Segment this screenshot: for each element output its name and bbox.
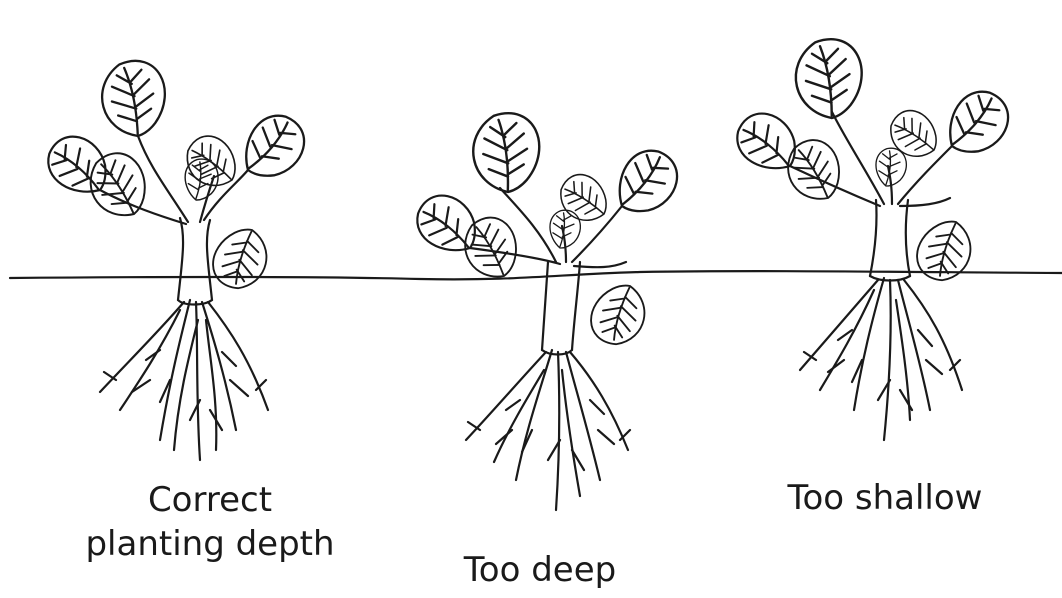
caption-too-shallow: Too shallow <box>740 476 1030 520</box>
roots-correct <box>100 300 268 460</box>
plant-deep <box>408 111 686 510</box>
caption-too-deep: Too deep <box>410 548 670 592</box>
roots-shallow <box>800 278 962 440</box>
caption-correct-line2: planting depth <box>60 522 360 566</box>
caption-correct-planting-depth: Correct planting depth <box>60 478 360 566</box>
plant-shallow <box>728 36 1018 440</box>
roots-deep <box>466 350 630 510</box>
caption-correct-line1: Correct <box>60 478 360 522</box>
plant-correct <box>39 57 314 460</box>
